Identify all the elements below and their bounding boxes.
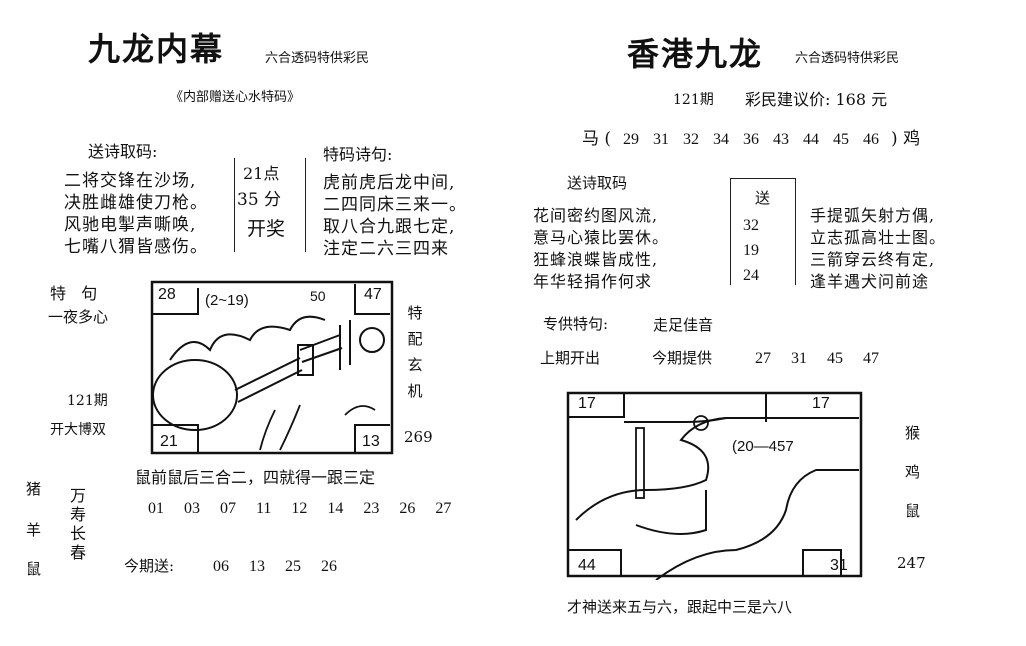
right-poem: 花间密约图风流, 意马心猿比罢休。 狂蜂浪蝶皆成性, 年华轻捐作何求 xyxy=(533,205,669,293)
send-box: 送 32 19 24 xyxy=(730,178,796,285)
right-issue: 121期 xyxy=(673,92,714,108)
te-ju-label: 特 句 xyxy=(50,284,98,303)
poem-line: 决胜雌雄使刀枪。 xyxy=(64,193,208,213)
right-price: 彩民建议价: 168 元 xyxy=(745,90,888,109)
right-poem-2: 手提弧矢射方偶, 立志孤高壮士图。 三箭穿云终有定, 逢羊遇犬问前途 xyxy=(810,205,946,293)
te-ju-value: 一夜多心 xyxy=(48,308,109,326)
poem-line: 风驰电掣声嘶唤, xyxy=(64,215,197,235)
last-label: 上期开出 xyxy=(540,349,601,367)
zodiac-pig: 猪 xyxy=(26,480,42,498)
right-scribble: (20—457 xyxy=(732,438,794,455)
poem-line: 虎前虎后龙中间, xyxy=(323,173,456,193)
right-side-number: 247 xyxy=(897,554,926,572)
send-box-number: 32 xyxy=(743,217,759,234)
left-scribble: (2~19) xyxy=(205,292,249,309)
special-label: 专供特句: xyxy=(543,315,609,333)
side-zodiac-rat: 鼠 xyxy=(905,502,921,520)
left-title: 九龙内幕 xyxy=(88,30,225,68)
left-issue: 121期 xyxy=(67,393,108,409)
special-poem: 虎前虎后龙中间, 二四同床三来一。 取八合九跟七定, 注定二六三四来 xyxy=(323,172,467,260)
side-label: 特配玄机 xyxy=(407,304,423,400)
left-numbers: 01 03 07 11 12 14 23 26 27 xyxy=(148,500,452,517)
draw-minute: 35 分 xyxy=(237,190,282,210)
right-sketch xyxy=(566,391,863,580)
provide-numbers: 27 31 45 47 xyxy=(755,350,879,367)
poem-line: 二四同床三来一。 xyxy=(323,195,467,215)
left-poem-heading: 送诗取码: xyxy=(88,142,158,161)
left-corner-tr: 47 xyxy=(364,286,382,303)
side-zodiac-rooster: 鸡 xyxy=(905,463,921,481)
right-corner-tr: 17 xyxy=(812,395,830,412)
special-heading: 特码诗句: xyxy=(323,145,393,164)
side-number: 269 xyxy=(404,428,433,446)
send-label: 今期送: xyxy=(124,557,175,575)
send-box-label: 送 xyxy=(755,189,771,207)
right-title: 香港九龙 xyxy=(627,35,764,73)
zodiac-numbers: 29 31 32 34 36 43 44 45 46 xyxy=(623,131,880,148)
zodiac-end: ) 鸡 xyxy=(891,129,921,149)
special-value: 走足佳音 xyxy=(653,316,714,334)
draw-label: 开奖 xyxy=(247,218,286,240)
provide-label: 今期提供 xyxy=(652,349,713,367)
poem-line: 三箭穿云终有定, xyxy=(810,250,936,269)
zodiac-start: 马 ( xyxy=(582,129,612,149)
left-scribble-2: 50 xyxy=(310,288,326,304)
right-riddle: 才神送来五与六，跟起中三是六八 xyxy=(567,598,793,616)
left-corner-tl: 28 xyxy=(158,286,176,303)
poem-line: 七嘴八猬皆感伤。 xyxy=(64,237,208,257)
zodiac-range-row: 马 ( 29 31 32 34 36 43 44 45 46 ) 鸡 xyxy=(582,131,920,148)
send-box-number: 19 xyxy=(743,242,759,259)
right-corner-tl: 17 xyxy=(578,395,596,412)
left-issue-hint: 开大博双 xyxy=(50,422,106,438)
send-numbers: 06 13 25 26 xyxy=(213,558,337,575)
poem-line: 立志孤高壮士图。 xyxy=(810,228,947,247)
poem-line: 取八合九跟七定, xyxy=(323,217,456,237)
side-zodiac-monkey: 猴 xyxy=(905,424,921,442)
poem-line: 逢羊遇犬问前途 xyxy=(810,272,930,291)
blessing: 万寿长春 xyxy=(69,486,86,562)
poem-line: 花间密约图风流, xyxy=(533,206,659,225)
left-banner: 《内部赠送心水特码》 xyxy=(170,90,301,105)
right-corner-br: 31 xyxy=(830,557,848,574)
send-box-number: 24 xyxy=(743,267,759,284)
left-corner-br: 13 xyxy=(362,433,380,450)
left-sketch xyxy=(150,280,394,455)
right-subtitle: 六合透码特供彩民 xyxy=(795,51,900,66)
poem-line: 二将交锋在沙场, xyxy=(64,171,197,191)
left-riddle: 鼠前鼠后三合二，四就得一跟三定 xyxy=(135,468,376,487)
left-subtitle: 六合透码特供彩民 xyxy=(265,51,370,66)
poem-line: 年华轻捐作何求 xyxy=(533,272,653,291)
zodiac-goat: 羊 xyxy=(26,521,42,539)
left-poem: 二将交锋在沙场, 决胜雌雄使刀枪。 风驰电掣声嘶唤, 七嘴八猬皆感伤。 xyxy=(64,170,208,258)
poem-line: 手提弧矢射方偶, xyxy=(810,206,936,225)
left-corner-bl: 21 xyxy=(160,433,178,450)
right-corner-bl: 44 xyxy=(578,557,596,574)
poem-line: 狂蜂浪蝶皆成性, xyxy=(533,250,659,269)
poem-line: 意马心猿比罢休。 xyxy=(533,228,670,247)
poem-line: 注定二六三四来 xyxy=(323,239,449,259)
draw-hour: 21点 xyxy=(243,164,280,183)
zodiac-rat: 鼠 xyxy=(26,560,42,578)
right-poem-heading: 送诗取码 xyxy=(567,174,628,192)
draw-time-box: 21点 35 分 开奖 xyxy=(234,158,306,252)
